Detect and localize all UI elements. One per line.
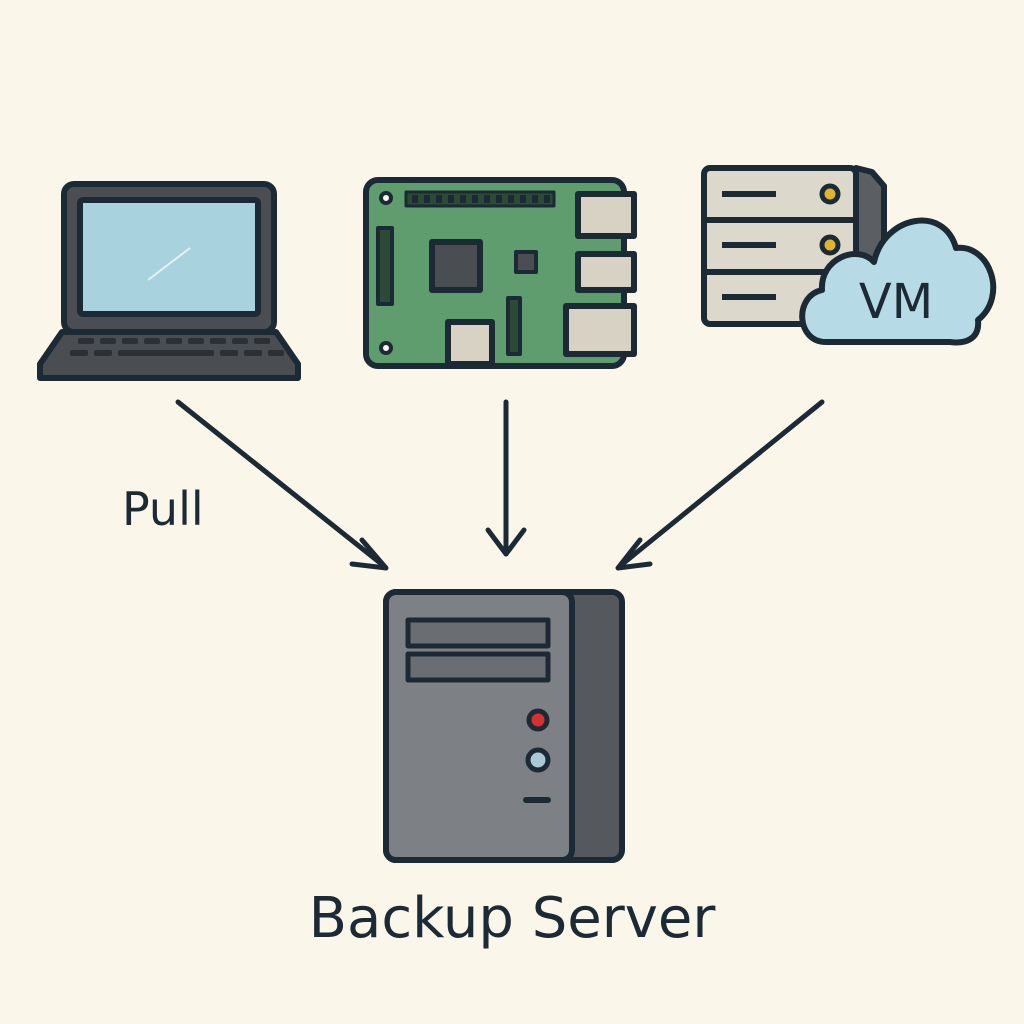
- server-rack-vm-cloud-icon: VM: [701, 165, 997, 346]
- arrow-from-raspberry-pi: [485, 399, 527, 557]
- arrow-from-server-vm: [615, 399, 825, 571]
- pull-label: Pull: [122, 482, 204, 536]
- backup-server-icon: [383, 589, 625, 863]
- backup-server-label: Backup Server: [308, 886, 716, 951]
- arrow-from-laptop: [175, 399, 389, 571]
- pull-arrows: [175, 399, 825, 571]
- laptop-icon: [37, 181, 301, 381]
- raspberry-pi-board-icon: [363, 177, 637, 369]
- vm-label: VM: [859, 274, 933, 330]
